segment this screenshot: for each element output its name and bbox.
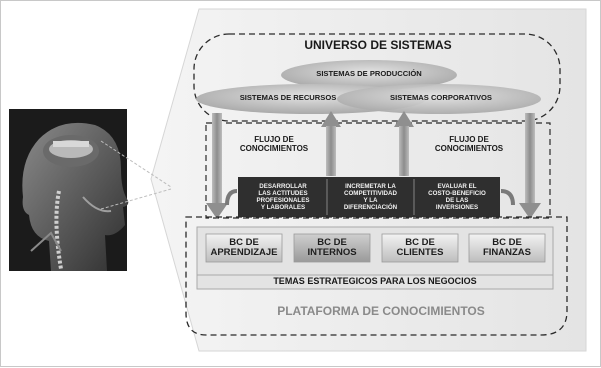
strategic-themes-label: TEMAS ESTRATEGICOS PARA LOS NEGOCIOS	[273, 276, 477, 286]
connector-line-bottom	[100, 188, 172, 210]
flow-label-left-line2: CONOCIMIENTOS	[239, 144, 309, 154]
bc-finanzas-line2: FINANZAS	[482, 247, 532, 258]
label-sistemas-corporativos: SISTEMAS CORPORATIVOS	[390, 93, 492, 102]
label-sistemas-recursos: SISTEMAS DE RECURSOS	[239, 93, 337, 102]
objective-2-line1: INCREMETAR LA	[345, 182, 396, 190]
objective-1-line2: LAS ACTITUDES	[258, 189, 308, 197]
objective-2-line2: COMPETITIVIDAD	[344, 189, 397, 197]
bc-box-aprendizaje	[205, 233, 283, 263]
universe-title: UNIVERSO DE SISTEMAS	[304, 38, 452, 52]
objective-2-line3: Y LA	[363, 197, 378, 204]
objective-1: DESARROLLAR LAS ACTITUDES PROFESIONALES …	[240, 178, 326, 216]
bc-label-aprendizaje: BC DE APRENDIZAJE	[206, 234, 282, 262]
objective-1-line3: PROFESIONALES	[256, 197, 310, 204]
universe-border	[193, 33, 561, 122]
bc-internos-line1: BC DE	[317, 237, 347, 249]
bc-aprendizaje-line2: APRENDIZAJE	[210, 247, 278, 258]
arrow-left-up	[321, 111, 341, 176]
arrow-right-up	[394, 111, 414, 176]
arrow-right-down	[519, 113, 541, 219]
flow-label-left-line1: FLUJO DE	[254, 135, 294, 144]
platform-label: PLATAFORMA DE CONOCIMIENTOS	[277, 304, 485, 318]
head-illustration	[9, 109, 129, 271]
bc-aprendizaje-line1: BC DE	[229, 237, 259, 249]
bc-label-finanzas: BC DE FINANZAS	[469, 234, 545, 262]
bc-label-clientes: BC DE CLIENTES	[382, 234, 458, 262]
bc-box-clientes	[381, 233, 459, 263]
objective-1-line4: Y LABORALES	[260, 204, 306, 212]
objectives-block	[238, 177, 500, 217]
flow-label-right: FLUJO DE CONOCIMIENTOS	[421, 135, 517, 153]
bc-box-internos	[293, 233, 371, 263]
bc-clientes-line2: CLIENTES	[396, 247, 444, 258]
ellipse-produccion	[281, 60, 457, 90]
objective-3-line4: INVERSIONES	[435, 204, 479, 212]
flow-label-right-line1: FLUJO DE	[449, 135, 489, 144]
flow-frame	[205, 122, 551, 219]
bc-finanzas-line1: BC DE	[492, 237, 522, 249]
arrow-left-down	[206, 113, 228, 219]
objective-2: INCREMETAR LA COMPETITIVIDAD Y LA DIFERE…	[328, 178, 413, 216]
label-sistemas-produccion: SISTEMAS DE PRODUCCIÓN	[316, 69, 422, 78]
objective-1-line1: DESARROLLAR	[259, 182, 307, 190]
bc-label-internos: BC DE INTERNOS	[294, 234, 370, 262]
bc-clientes-line1: BC DE	[405, 237, 435, 249]
curve-arrow-right	[500, 189, 515, 206]
objective-3: EVALUAR EL COSTO-BENEFICIO DE LAS INVERS…	[415, 178, 499, 216]
ellipse-corporativos	[337, 84, 541, 114]
objective-2-line4: DIFERENCIACIÓN	[343, 204, 398, 212]
objective-3-line2: COSTO-BENEFICIO	[428, 189, 486, 197]
objective-3-line3: DE LAS	[445, 197, 469, 204]
bc-box-finanzas	[468, 233, 546, 263]
objective-3-line1: EVALUAR EL	[437, 182, 477, 190]
curve-arrow-left	[225, 189, 238, 206]
platform-frame	[185, 216, 568, 336]
bc-internos-line2: INTERNOS	[307, 247, 357, 258]
connector-line-top	[100, 140, 172, 188]
flow-label-right-line2: CONOCIMIENTOS	[434, 144, 504, 154]
flow-label-left: FLUJO DE CONOCIMIENTOS	[229, 135, 319, 153]
